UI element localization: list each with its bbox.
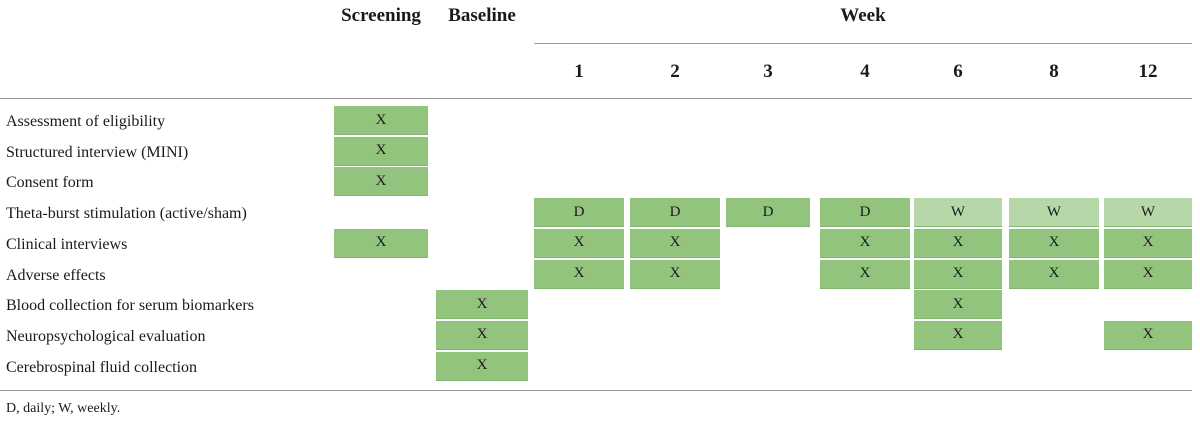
header-screening: Screening — [341, 5, 421, 26]
table-cell-mark: X — [914, 228, 1002, 258]
table-cell-mark: X — [820, 228, 910, 258]
table-cell-mark: X — [1009, 259, 1099, 289]
table-cell-mark: X — [914, 259, 1002, 289]
table-cell-mark: X — [534, 228, 624, 258]
row-label: Cerebrospinal fluid collection — [6, 358, 198, 376]
table-cell-mark: W — [914, 198, 1002, 228]
table-cell-mark: X — [334, 228, 428, 258]
table-cell-mark: D — [820, 198, 910, 228]
table-cell-mark: X — [630, 228, 720, 258]
table-cell-mark: W — [1104, 198, 1192, 228]
table-cell-mark: X — [630, 259, 720, 289]
table-cell-mark: X — [436, 290, 528, 320]
header-week-1: 1 — [574, 61, 584, 82]
header-week: Week — [840, 5, 886, 26]
header-week-12: 12 — [1138, 61, 1158, 82]
table-cell-mark: X — [914, 320, 1002, 350]
table-cell-mark: D — [534, 198, 624, 228]
row-label: Consent form — [6, 174, 94, 192]
row-label: Assessment of eligibility — [6, 113, 166, 130]
row-label: Neuropsychological evaluation — [6, 327, 206, 345]
header-week-6: 6 — [953, 61, 963, 82]
table-cell-mark: D — [726, 198, 810, 228]
table-cell-mark: X — [436, 351, 528, 381]
header-bottom-rule — [0, 98, 1192, 99]
row-label: Clinical interviews — [6, 235, 128, 253]
table-cell-mark: X — [1009, 228, 1099, 258]
row-label: Blood collection for serum biomarkers — [6, 297, 254, 315]
table-cell-mark: D — [630, 198, 720, 228]
table-footnote: D, daily; W, weekly. — [6, 401, 121, 416]
table-cell-mark: X — [534, 259, 624, 289]
header-week-2: 2 — [670, 61, 680, 82]
table-cell-mark: X — [334, 136, 428, 166]
header-week-8: 8 — [1049, 61, 1059, 82]
row-label: Theta-burst stimulation (active/sham) — [6, 205, 247, 223]
table-cell-mark: X — [1104, 259, 1192, 289]
header-baseline: Baseline — [448, 5, 516, 26]
table-cell-mark: X — [334, 167, 428, 197]
header-week-4: 4 — [860, 61, 870, 82]
table-cell-mark: X — [820, 259, 910, 289]
table-cell-mark: X — [1104, 320, 1192, 350]
table-cell-mark: W — [1009, 198, 1099, 228]
row-label: Structured interview (MINI) — [6, 143, 189, 161]
table-cell-mark: X — [914, 290, 1002, 320]
header-week-3: 3 — [763, 61, 773, 82]
week-header-rule — [534, 43, 1192, 44]
table-cell-mark: X — [1104, 228, 1192, 258]
row-label: Adverse effects — [6, 266, 106, 284]
table-cell-mark: X — [334, 106, 428, 135]
table-cell-mark: X — [436, 320, 528, 350]
table-bottom-rule — [0, 390, 1192, 391]
